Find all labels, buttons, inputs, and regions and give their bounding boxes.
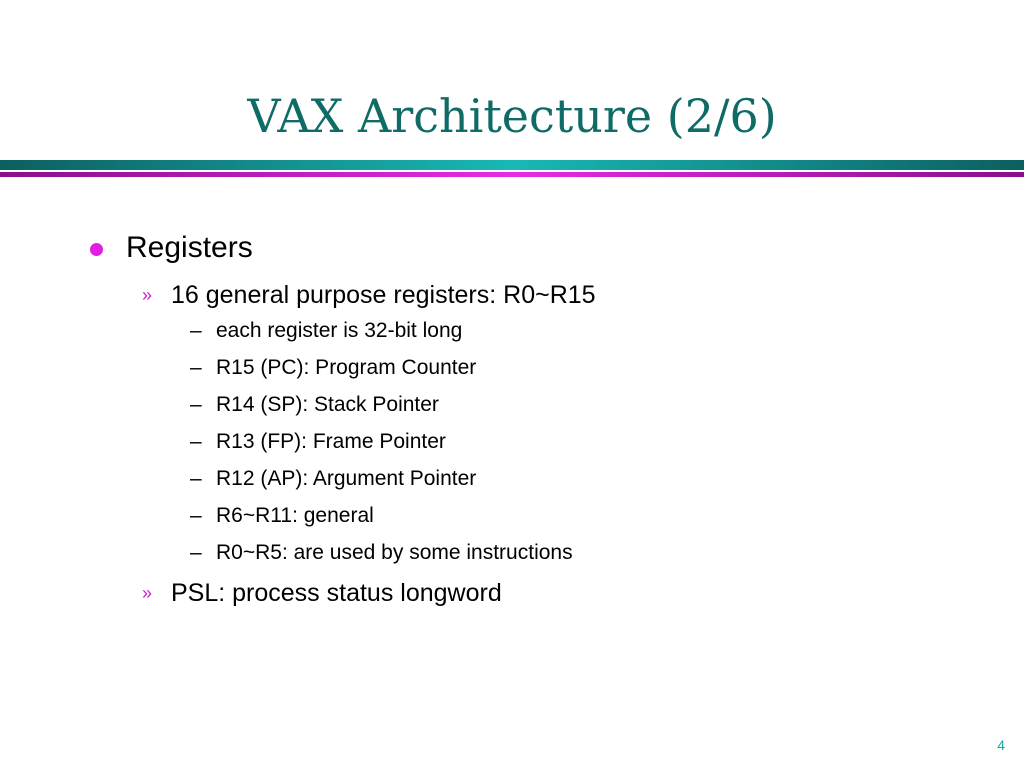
dash-icon: – xyxy=(190,319,202,342)
sub-bullet-psl: PSL: process status longword xyxy=(171,579,502,607)
bullet-dot-icon xyxy=(90,243,103,256)
sub-bullet-general-registers: 16 general purpose registers: R0~R15 xyxy=(171,281,596,309)
dash-icon: – xyxy=(190,430,202,453)
detail-item: R14 (SP): Stack Pointer xyxy=(216,393,439,416)
dash-icon: – xyxy=(190,356,202,379)
dash-icon: – xyxy=(190,504,202,527)
detail-item: R12 (AP): Argument Pointer xyxy=(216,467,477,490)
purple-divider xyxy=(0,172,1024,177)
detail-item: R6~R11: general xyxy=(216,504,374,527)
detail-item: R13 (FP): Frame Pointer xyxy=(216,430,446,453)
dash-icon: – xyxy=(190,393,202,416)
page-number: 4 xyxy=(997,737,1005,753)
dash-icon: – xyxy=(190,467,202,490)
raquo-icon: » xyxy=(142,583,153,603)
detail-item: each register is 32-bit long xyxy=(216,319,463,342)
teal-divider xyxy=(0,160,1024,170)
dash-icon: – xyxy=(190,541,202,564)
detail-item: R0~R5: are used by some instructions xyxy=(216,541,573,564)
detail-item: R15 (PC): Program Counter xyxy=(216,356,477,379)
slide-title: VAX Architecture (2/6) xyxy=(247,89,777,143)
raquo-icon: » xyxy=(142,285,153,305)
bullet-registers: Registers xyxy=(126,231,253,264)
